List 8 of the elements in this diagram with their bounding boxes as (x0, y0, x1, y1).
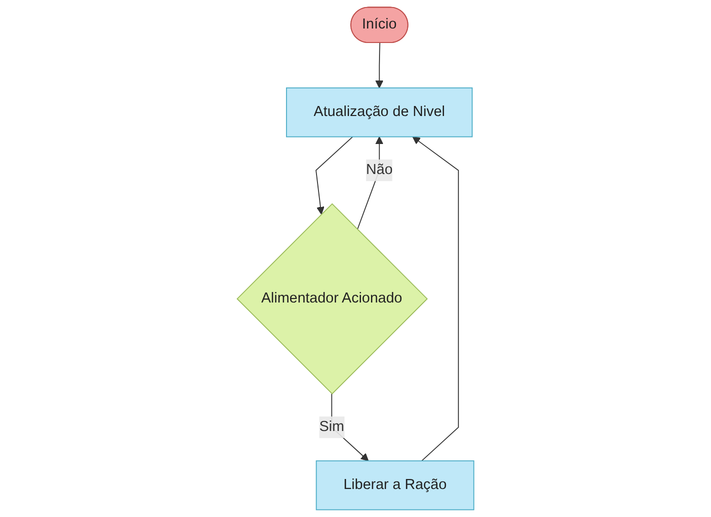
node-box: Liberar a Ração (316, 460, 474, 510)
node-diamond: Alimentador Acionado (236, 203, 428, 394)
arrow (412, 136, 459, 462)
edge-label: Sim (319, 419, 344, 435)
node-box: Atualização de Nivel (286, 87, 473, 138)
edge-label: Não (366, 162, 393, 178)
arrow (316, 136, 354, 215)
arrow (375, 42, 384, 88)
